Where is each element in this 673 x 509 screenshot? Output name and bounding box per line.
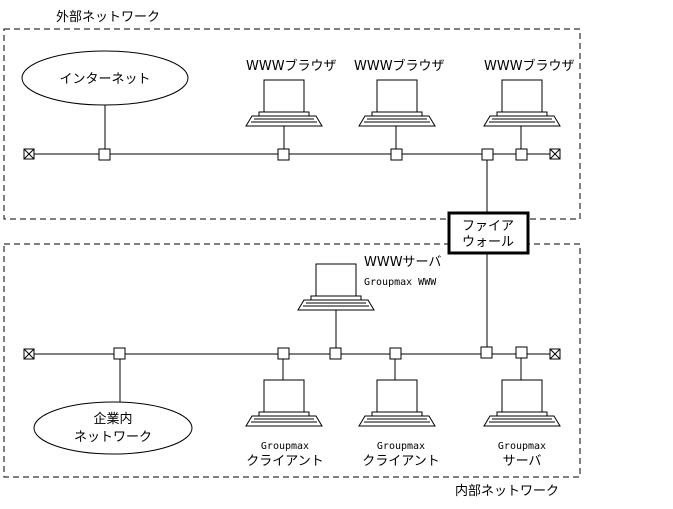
groupmax-server-label-line2: サーバ [503,454,542,469]
internal-terminator-left [23,348,35,360]
intranet-tap [113,347,126,360]
internal-terminator-right [549,348,561,360]
internet-label: インターネット [59,72,150,87]
external-terminator-right [549,148,561,160]
firewall-label-line2: ウォール [462,235,514,250]
firewall-internal-tap [480,346,493,359]
groupmax-client-1: Groupmax クライアント [245,347,324,469]
www-server-label-line1: WWWサーバ [364,255,441,270]
client-2-label-line1: Groupmax [377,441,425,452]
browser-2: WWWブラウザ [354,58,445,161]
computer-icon [297,263,375,311]
www-server: WWWサーバ Groupmax WWW [297,255,441,360]
browser-1-tap [277,148,290,161]
intranet-label-line2: ネットワーク [74,430,152,445]
client-2-tap [389,347,402,360]
groupmax-server-label-line1: Groupmax [498,441,546,452]
computer-icon [245,79,323,127]
groupmax-server-tap [515,346,528,359]
browser-1: WWWブラウザ [245,58,337,161]
external-network-label: 外部ネットワーク [56,10,160,25]
browser-3-label: WWWブラウザ [484,58,575,74]
groupmax-client-2: Groupmax クライアント [358,347,440,469]
client-1-label-line2: クライアント [246,454,323,469]
browser-3: WWWブラウザ [483,58,575,161]
internal-network-zone [3,243,581,478]
computer-icon [483,379,561,427]
computer-icon [245,379,323,427]
internal-network-label: 内部ネットワーク [455,483,559,499]
browser-3-tap [515,148,528,161]
intranet-cloud [33,401,193,455]
www-server-tap [329,347,342,360]
computer-icon [358,379,436,427]
computer-icon [358,79,436,127]
browser-2-tap [390,148,403,161]
browser-2-label: WWWブラウザ [354,58,445,74]
intranet-label-line1: 企業内 [93,411,132,427]
client-1-label-line1: Groupmax [261,441,309,452]
groupmax-server: Groupmax サーバ [483,346,561,469]
firewall-box [447,211,530,255]
internet-tap [98,148,111,161]
browser-1-label: WWWブラウザ [246,58,337,74]
client-2-label-line2: クライアント [362,454,439,469]
external-terminator-left [23,148,35,160]
client-1-tap [277,347,290,360]
computer-icon [483,79,561,127]
www-server-label-line2: Groupmax WWW [364,277,437,288]
firewall-external-tap [481,148,494,161]
firewall-label-line1: ファイア [462,219,514,234]
external-network-zone [3,28,581,220]
